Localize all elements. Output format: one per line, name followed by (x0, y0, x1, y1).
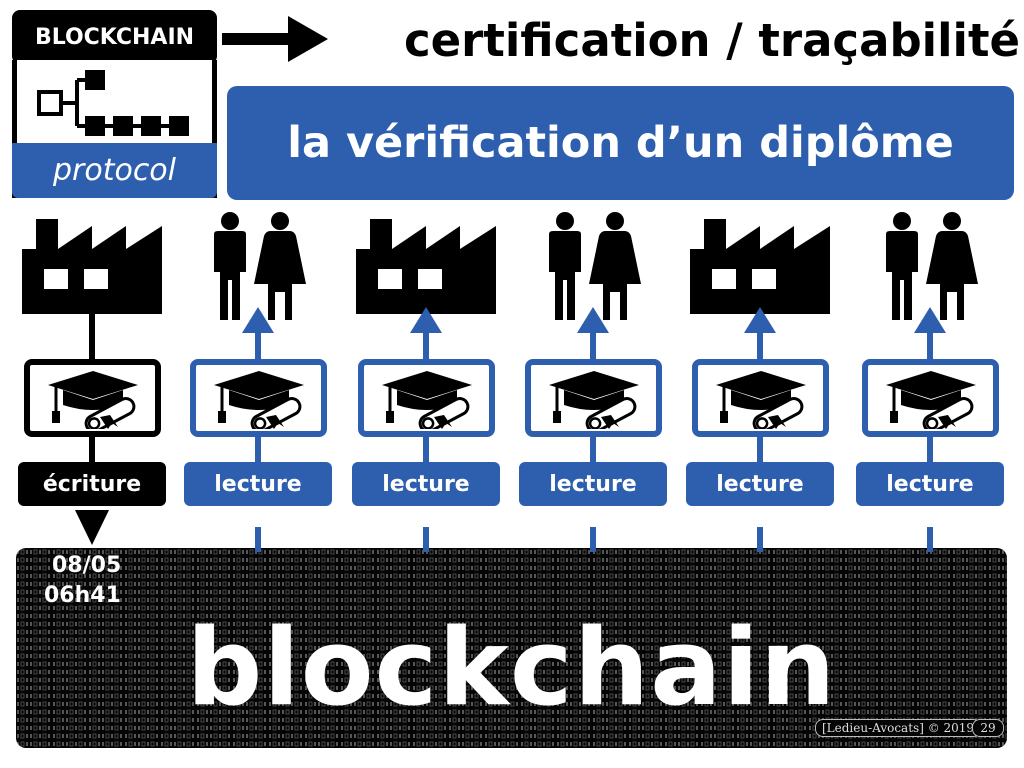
diploma-icon (868, 365, 993, 431)
arrow-right-icon (222, 16, 328, 62)
diploma-icon (30, 365, 155, 431)
factory-icon (22, 214, 162, 318)
write-arrow (75, 305, 109, 545)
read-arrow (744, 307, 776, 552)
footer-source: [Ledieu-Avocats] © 2019 (815, 719, 982, 737)
read-arrow (914, 307, 946, 552)
blockchain-badge: BLOCKCHAIN (12, 10, 217, 64)
diploma-card (692, 359, 829, 437)
read-label: lecture (519, 462, 667, 506)
diploma-card (862, 359, 999, 437)
people-icon (208, 212, 308, 326)
read-label: lecture (184, 462, 332, 506)
protocol-label: protocol (12, 143, 217, 198)
blockchain-label: blockchain (186, 606, 837, 729)
diploma-icon (531, 365, 656, 431)
page-title: certification / traçabilité (403, 13, 1020, 67)
read-label: lecture (352, 462, 500, 506)
factory-icon (690, 214, 830, 318)
diploma-card (358, 359, 495, 437)
people-icon (543, 212, 643, 326)
page-number: 29 (972, 719, 1004, 737)
diploma-icon (196, 365, 321, 431)
chain-structure-icon (37, 70, 189, 136)
binary-texture (16, 548, 1007, 748)
read-label: lecture (856, 462, 1004, 506)
timestamp-time: 06h41 (44, 583, 121, 608)
read-arrow (242, 307, 274, 552)
timestamp-date: 08/05 (52, 553, 122, 578)
people-icon (880, 212, 980, 326)
read-arrow (577, 307, 609, 552)
factory-icon (356, 214, 496, 318)
diploma-card (24, 359, 161, 437)
read-arrow (410, 307, 442, 552)
diploma-card (525, 359, 662, 437)
write-label: écriture (18, 462, 166, 506)
diploma-icon (364, 365, 489, 431)
blockchain-ledger-panel (16, 548, 1007, 748)
diploma-card (190, 359, 327, 437)
read-label: lecture (686, 462, 834, 506)
diploma-icon (698, 365, 823, 431)
topic-banner: la vérification d’un diplôme (227, 86, 1014, 200)
